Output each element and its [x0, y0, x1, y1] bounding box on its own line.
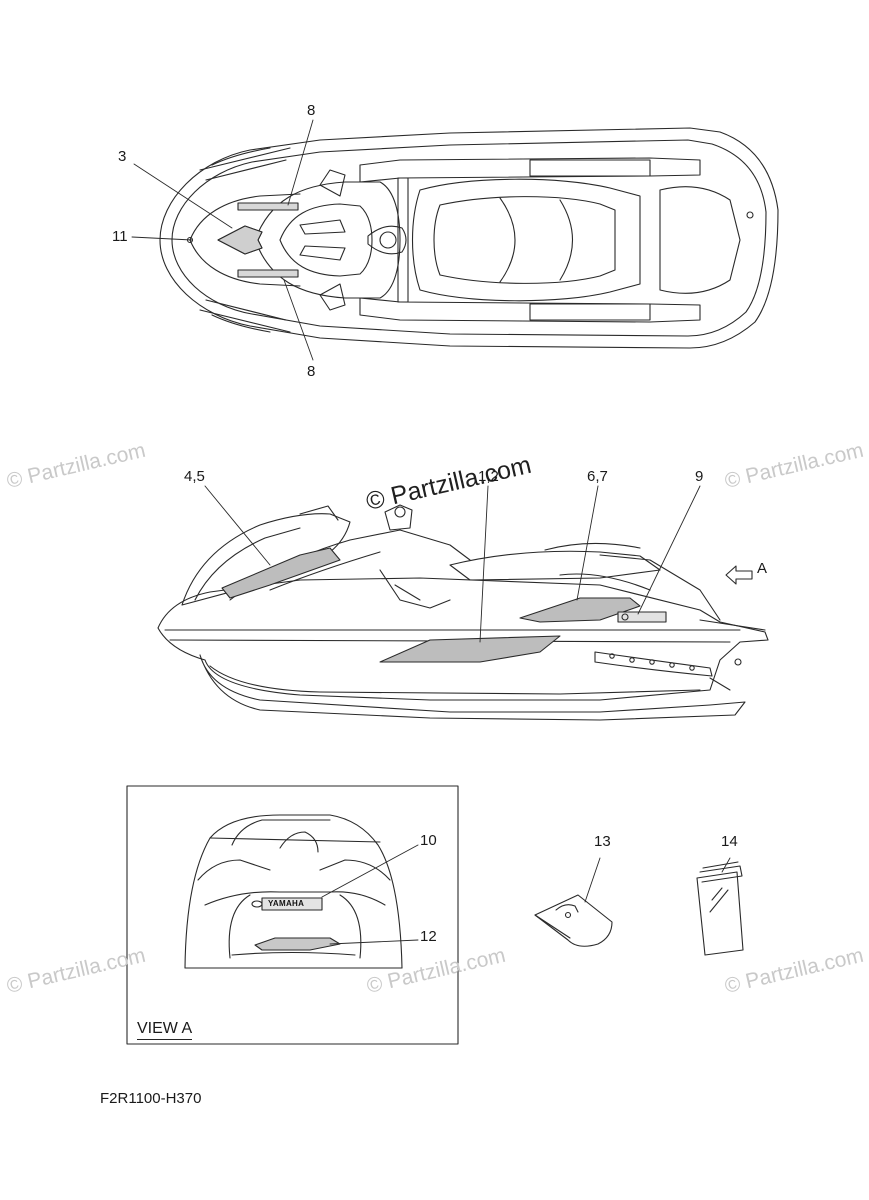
callout-14: 14: [721, 833, 738, 850]
view-a-frame: [126, 785, 459, 1045]
callout-6-7: 6,7: [587, 468, 608, 485]
callout-11: 11: [112, 228, 128, 245]
callout-8-top: 8: [307, 102, 316, 119]
decal-brand-text: YAMAHA: [268, 899, 305, 908]
diagram-code: F2R1100-H370: [100, 1090, 202, 1107]
view-a-leaders: [321, 844, 419, 945]
top-view-watercraft: [159, 127, 779, 349]
callout-1-2: 1,2: [478, 468, 499, 485]
callout-13: 13: [594, 833, 611, 850]
callout-3: 3: [118, 148, 127, 165]
view-a-arrow: [725, 565, 753, 585]
view-a-arrow-label: A: [757, 560, 768, 577]
callout-4-5: 4,5: [184, 468, 205, 485]
side-view-watercraft: [157, 504, 769, 721]
callout-12: 12: [420, 928, 437, 945]
callout-9: 9: [695, 468, 704, 485]
view-a-caption: VIEW A: [137, 1020, 193, 1040]
top-view-leaders: [131, 119, 314, 361]
view-a-rear-view: [184, 814, 403, 969]
part-13-pouch: [534, 857, 613, 947]
callout-10: 10: [420, 832, 437, 849]
callout-8-bottom: 8: [307, 363, 316, 380]
part-14-bag: [696, 857, 744, 956]
side-view-leaders: [204, 485, 701, 643]
